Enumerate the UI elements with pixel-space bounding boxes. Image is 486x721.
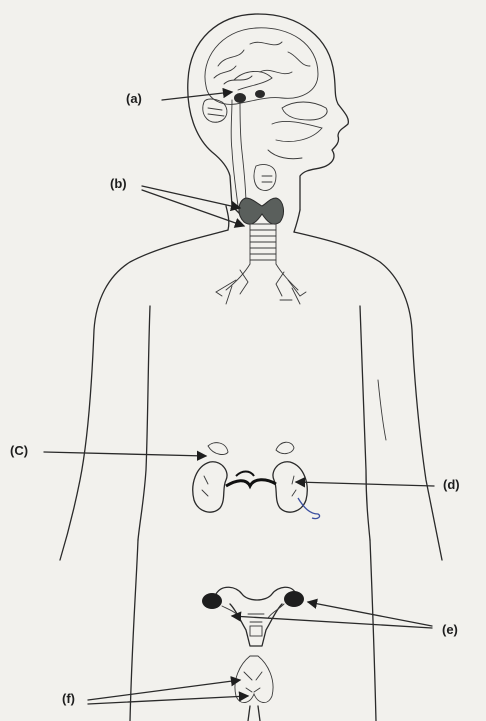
label-d: (d)	[443, 477, 460, 492]
trachea	[216, 224, 306, 304]
pointer-c	[44, 452, 206, 456]
lower-gland	[235, 656, 273, 721]
pointer-b1	[142, 186, 240, 208]
pointer-a	[162, 92, 232, 100]
pointer-e2	[308, 602, 432, 626]
label-a: (a)	[126, 91, 142, 106]
thyroid-gland	[239, 198, 284, 224]
right-kidney	[273, 442, 307, 512]
right-adrenal-gland	[276, 442, 294, 453]
left-kidney	[193, 443, 228, 513]
label-c: (C)	[10, 443, 28, 458]
left-adrenal-gland	[208, 443, 228, 455]
label-e: (e)	[442, 622, 458, 637]
uterus	[216, 587, 296, 646]
face-profile	[258, 14, 348, 210]
right-ovary	[284, 591, 304, 607]
label-b: (b)	[110, 176, 127, 191]
pointer-b2	[142, 190, 244, 226]
left-ovary	[202, 593, 222, 609]
cerebellum	[203, 99, 227, 122]
pituitary-gland	[234, 93, 246, 103]
larynx	[254, 164, 276, 190]
label-f: (f)	[62, 691, 75, 706]
pointer-d	[296, 482, 434, 486]
head-outline	[188, 14, 258, 214]
